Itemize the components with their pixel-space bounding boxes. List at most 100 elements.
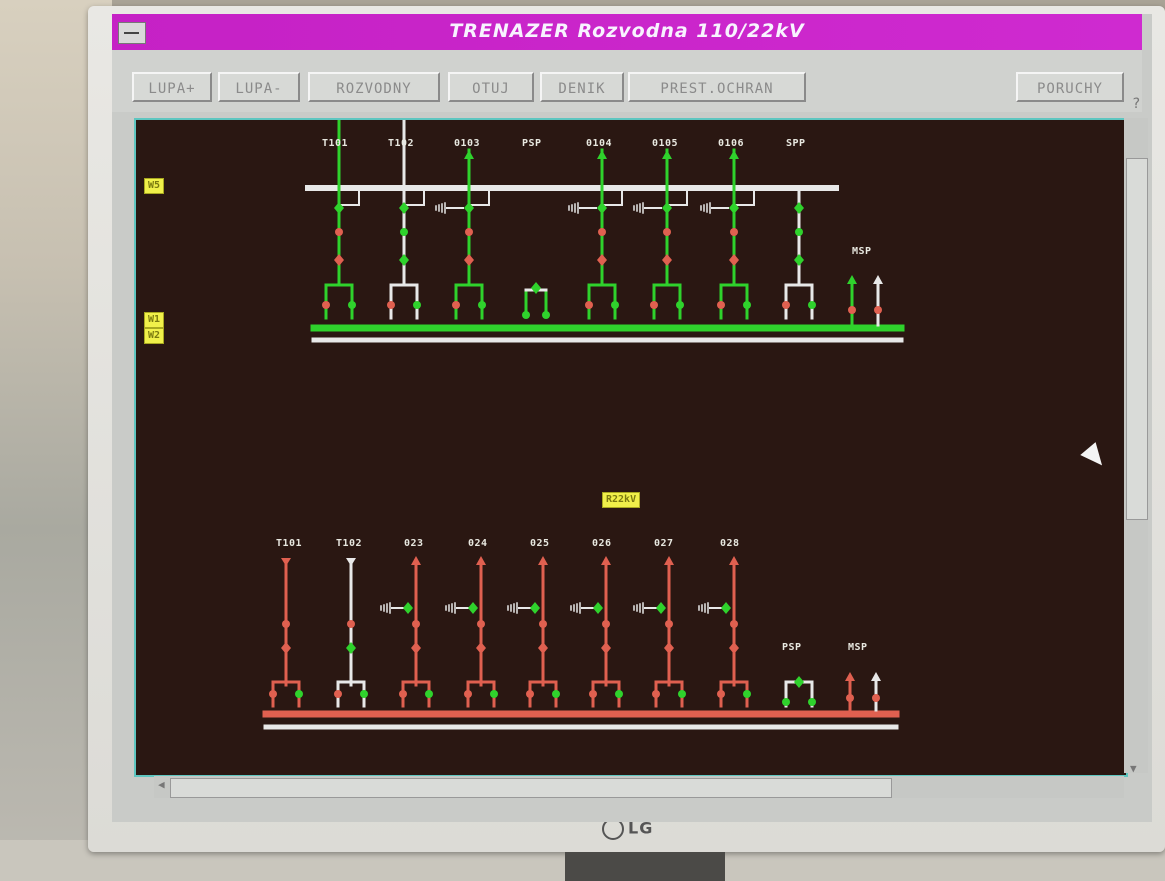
lower-msp-a-dot: [846, 694, 854, 702]
lower-bay-label-028: 028: [720, 538, 740, 549]
lower-bay-label-025: 025: [530, 538, 550, 549]
zoom-in-button[interactable]: LUPA+: [132, 72, 212, 102]
lower-bay-label-024: 024: [468, 538, 488, 549]
bus-tag-w2[interactable]: W2: [144, 328, 165, 344]
lower-bay-0-ct: [282, 620, 290, 628]
lower-bay-6-earth-switch: [656, 602, 666, 614]
upper-bay-6-arrow: [729, 150, 739, 159]
upper-bay-5-ct: [663, 228, 671, 236]
upper-bay-0-ct: [335, 228, 343, 236]
upper-bay-3-dis-b: [542, 311, 550, 319]
zoom-out-button[interactable]: LUPA-: [218, 72, 300, 102]
horizontal-scroll-thumb[interactable]: [170, 778, 892, 798]
upper-bay-2-arrow: [464, 150, 474, 159]
lower-bay-0-dis-a: [269, 690, 277, 698]
lower-bay-5-breaker: [601, 642, 611, 654]
lower-bay-3-dis-b: [490, 690, 498, 698]
upper-bay-label-0103: 0103: [454, 138, 481, 149]
upper-bay-1-ct: [400, 228, 408, 236]
upper-bay-4-breaker: [597, 254, 607, 266]
scroll-down-arrow-icon[interactable]: ▼: [1130, 762, 1137, 775]
upper-bay-5-dis-a: [650, 301, 658, 309]
system-menu-button[interactable]: [118, 22, 146, 44]
upper-bay-3-switch: [531, 282, 541, 294]
monitor-brand-label: LG: [628, 818, 654, 838]
upper-bay-7-ct: [795, 228, 803, 236]
diagram-canvas: [262, 118, 905, 730]
upper-bay-4-dis-a: [585, 301, 593, 309]
vertical-scroll-thumb[interactable]: [1126, 158, 1148, 520]
upper-bay-7-upper-disconnector: [794, 202, 804, 214]
application-window: TRENAZER Rozvodna 110/22kV LUPA+ LUPA- R…: [112, 14, 1152, 822]
title-bar: TRENAZER Rozvodna 110/22kV: [112, 14, 1142, 50]
upper-bay-label-t101: T101: [322, 138, 349, 149]
faults-button[interactable]: PORUCHY: [1016, 72, 1124, 102]
lower-bay-5-arrow: [601, 556, 611, 565]
lower-bay-3-ct: [477, 620, 485, 628]
upper-bay-2-upper-disconnector: [464, 202, 474, 214]
lower-bay-1-transformer: [346, 558, 356, 566]
lower-msp-a-arrow: [845, 672, 855, 681]
upper-bay-7-breaker: [794, 254, 804, 266]
upper-bay-label-t102: T102: [388, 138, 415, 149]
upper-bay-0-dis-a: [322, 301, 330, 309]
horizontal-scrollbar[interactable]: [154, 776, 1124, 798]
upper-bay-0-breaker: [334, 254, 344, 266]
upper-msp-b-dot: [874, 306, 882, 314]
lower-bay-1-ct: [347, 620, 355, 628]
lower-bay-3-arrow: [476, 556, 486, 565]
lower-bay-7-ct: [730, 620, 738, 628]
protection-settings-button[interactable]: PREST.OCHRAN: [628, 72, 806, 102]
lower-bay-label-t102: T102: [336, 538, 363, 549]
switchgear-tag-r22kv[interactable]: R22kV: [602, 492, 641, 508]
upper-bay-2-dis-b: [478, 301, 486, 309]
lower-bay-3-earth-switch: [468, 602, 478, 614]
lower-bay-2-ct: [412, 620, 420, 628]
lower-bay-5-dis-a: [589, 690, 597, 698]
lower-bay-2-dis-b: [425, 690, 433, 698]
vertical-scrollbar[interactable]: [1124, 118, 1148, 773]
lower-bay-6-arrow: [664, 556, 674, 565]
upper-bay-2-dis-a: [452, 301, 460, 309]
lower-bay-label-023: 023: [404, 538, 424, 549]
lower-bay-7-dis-b: [743, 690, 751, 698]
otuj-button[interactable]: OTUJ: [448, 72, 534, 102]
lower-bay-4-arrow: [538, 556, 548, 565]
upper-bay-label-0105: 0105: [652, 138, 679, 149]
upper-bay-0-upper-disconnector: [334, 202, 344, 214]
upper-bay-2-ct: [465, 228, 473, 236]
single-line-diagram: [134, 118, 1128, 777]
upper-bay-4-ct: [598, 228, 606, 236]
upper-bay-label-msp: MSP: [852, 246, 872, 257]
lower-bay-4-earth-switch: [530, 602, 540, 614]
lower-bay-7-earth-switch: [721, 602, 731, 614]
toolbar: LUPA+ LUPA- ROZVODNY OTUJ DENIK PREST.OC…: [112, 50, 1142, 112]
upper-bay-label-psp: PSP: [522, 138, 542, 149]
upper-bay-1-upper-disconnector: [399, 202, 409, 214]
bus-tag-w1[interactable]: W1: [144, 312, 165, 328]
bus-tag-w5[interactable]: W5: [144, 178, 165, 194]
lower-bay-label-psp: PSP: [782, 642, 802, 653]
lower-bay-label-msp: MSP: [848, 642, 868, 653]
lower-msp-b-arrow: [871, 672, 881, 681]
scroll-left-arrow-icon[interactable]: ◀: [158, 778, 165, 791]
lower-msp-b-dot: [872, 694, 880, 702]
lower-bay-6-ct: [665, 620, 673, 628]
lower-bay-3-dis-a: [464, 690, 472, 698]
lower-bay-0-transformer: [281, 558, 291, 566]
upper-msp-b-arrow: [873, 275, 883, 284]
window-title: TRENAZER Rozvodna 110/22kV: [449, 20, 805, 42]
upper-bay-5-upper-disconnector: [662, 202, 672, 214]
upper-bay-label-spp: SPP: [786, 138, 806, 149]
lower-bay-6-dis-a: [652, 690, 660, 698]
lower-bay-0-breaker: [281, 642, 291, 654]
log-button[interactable]: DENIK: [540, 72, 624, 102]
lower-bay-2-arrow: [411, 556, 421, 565]
upper-bay-6-ct: [730, 228, 738, 236]
lower-bay-2-breaker: [411, 642, 421, 654]
lower-bay-4-ct: [539, 620, 547, 628]
switchgear-button[interactable]: ROZVODNY: [308, 72, 440, 102]
help-icon[interactable]: ?: [1132, 96, 1141, 112]
monitor-stand: [565, 852, 725, 881]
upper-bay-2-breaker: [464, 254, 474, 266]
